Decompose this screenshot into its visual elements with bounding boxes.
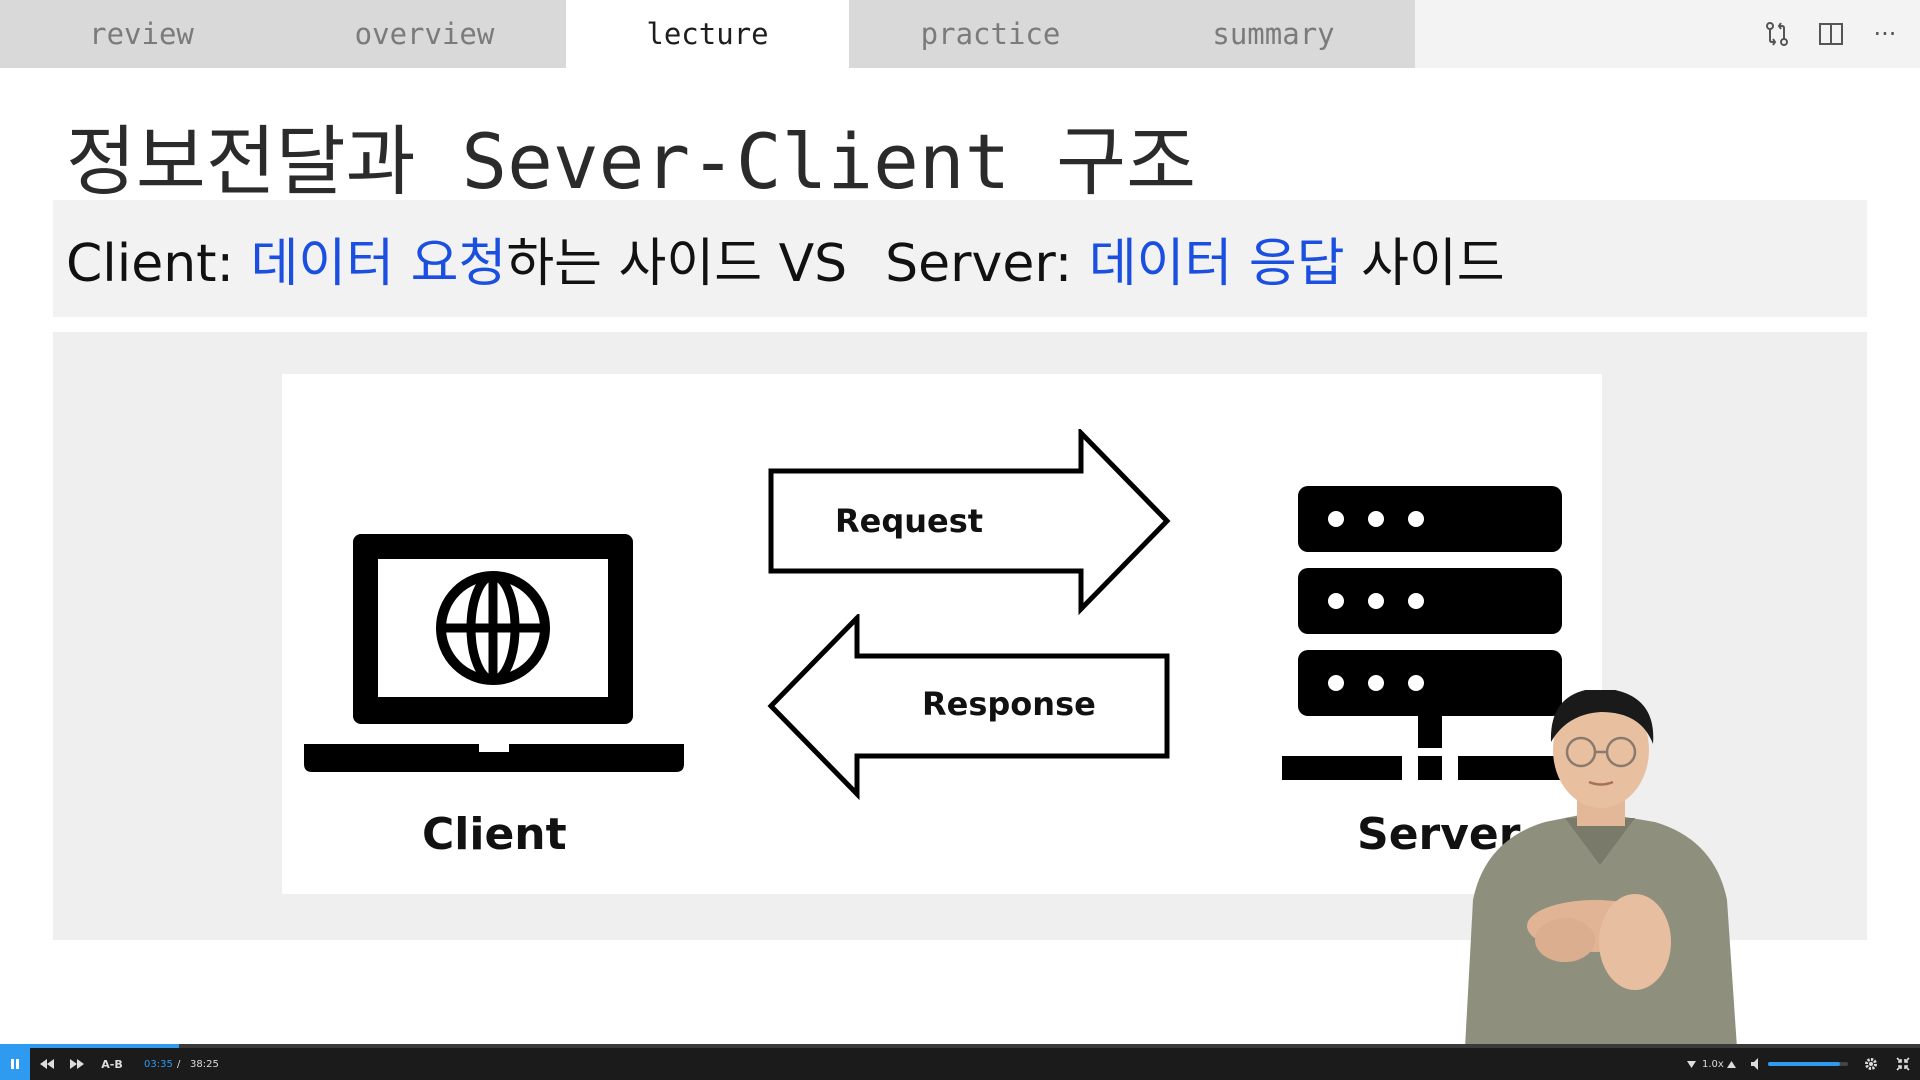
rewind-icon <box>40 1059 54 1069</box>
server-suffix: 사이드 <box>1344 234 1505 294</box>
server-label: Server <box>1357 809 1521 860</box>
client-description: Client: 데이터 요청 하는 사이드 VS <box>66 221 847 296</box>
client-prefix: Client: <box>66 234 251 294</box>
server-description: Server: 데이터 응답 사이드 <box>885 221 1504 296</box>
rewind-button[interactable] <box>36 1048 58 1080</box>
response-label: Response <box>922 685 1096 723</box>
fullscreen-exit-icon <box>1896 1057 1910 1071</box>
tab-review[interactable]: review <box>0 0 283 68</box>
duration: 38:25 <box>190 1058 219 1070</box>
client-suffix: 하는 사이드 VS <box>506 234 848 294</box>
volume-fill <box>1768 1062 1840 1066</box>
playback-speed: 1.0x <box>1702 1058 1724 1070</box>
triangle-up-icon <box>1726 1060 1736 1068</box>
laptop-base-icon <box>304 744 684 772</box>
request-label: Request <box>835 502 984 540</box>
split-editor-icon[interactable] <box>1816 19 1846 49</box>
triangle-down-icon <box>1686 1060 1696 1068</box>
tab-lecture[interactable]: lecture <box>566 0 849 68</box>
ab-repeat-button[interactable]: A-B <box>101 1057 123 1071</box>
gear-icon <box>1865 1058 1877 1070</box>
forward-icon <box>70 1059 84 1069</box>
slide-title: 정보전달과 Sever-Client 구조 <box>66 117 1197 206</box>
volume-slider[interactable] <box>1768 1062 1848 1066</box>
current-time: 03:35 <box>144 1058 173 1070</box>
server-prefix: Server: <box>885 234 1089 294</box>
pause-icon <box>11 1059 19 1069</box>
client-label: Client <box>422 809 567 860</box>
tab-practice[interactable]: practice <box>849 0 1132 68</box>
volume-button[interactable] <box>1748 1048 1766 1080</box>
subtitle-band: Client: 데이터 요청 하는 사이드 VS Server: 데이터 응답 … <box>53 200 1867 317</box>
speed-down-button[interactable] <box>1684 1048 1698 1080</box>
tab-actions: ··· <box>1762 0 1900 68</box>
laptop-icon <box>353 534 633 724</box>
client-highlight: 데이터 요청 <box>250 234 507 294</box>
speaker-icon <box>1751 1058 1758 1070</box>
pause-button[interactable] <box>0 1048 30 1080</box>
response-arrow-icon <box>767 614 1170 801</box>
git-compare-icon[interactable] <box>1762 19 1792 49</box>
tab-overview[interactable]: overview <box>283 0 566 68</box>
progress-fill <box>0 1044 179 1048</box>
client-server-diagram: Client Request Response Server <box>282 374 1602 894</box>
settings-button[interactable] <box>1860 1048 1882 1080</box>
server-highlight: 데이터 응답 <box>1088 234 1345 294</box>
presenter-video <box>1465 690 1737 1048</box>
media-player-bar <box>0 1048 1920 1080</box>
more-icon[interactable]: ··· <box>1873 20 1897 48</box>
editor-tab-bar: review overview lecture practice summary… <box>0 0 1920 68</box>
request-arrow-icon <box>768 429 1171 616</box>
forward-button[interactable] <box>66 1048 88 1080</box>
speed-up-button[interactable] <box>1724 1048 1738 1080</box>
tab-summary[interactable]: summary <box>1132 0 1415 68</box>
progress-track[interactable] <box>0 1044 1920 1048</box>
fullscreen-exit-button[interactable] <box>1892 1048 1914 1080</box>
time-separator: / <box>177 1058 181 1070</box>
server-icon <box>1282 486 1582 780</box>
